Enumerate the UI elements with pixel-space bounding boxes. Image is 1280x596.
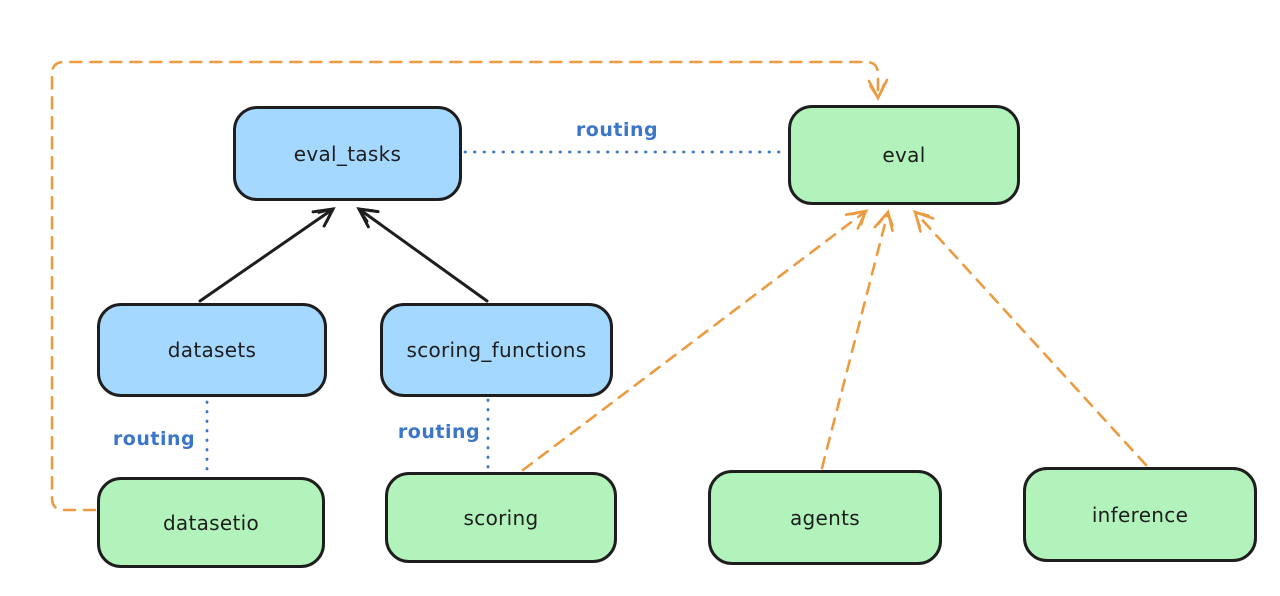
node-scoring-functions-label: scoring_functions — [406, 338, 587, 362]
node-eval-label: eval — [882, 143, 926, 167]
node-eval-tasks-label: eval_tasks — [293, 141, 402, 166]
node-scoring-functions: scoring_functions — [380, 303, 613, 397]
node-datasetio: datasetio — [97, 477, 325, 568]
edge-label-routing-datasets: routing — [112, 428, 196, 450]
node-inference-label: inference — [1091, 502, 1189, 527]
edge-datasetio-to-eval — [50, 60, 889, 512]
edge-scoring_functions-to-eval_tasks — [356, 207, 489, 303]
node-scoring-label: scoring — [463, 505, 539, 530]
node-eval: eval — [788, 105, 1020, 205]
node-scoring: scoring — [385, 472, 617, 563]
node-datasets-label: datasets — [167, 338, 257, 362]
edge-label-routing-scoring: routing — [397, 421, 481, 443]
edge-label-routing-top: routing — [575, 119, 659, 141]
node-datasets: datasets — [97, 303, 327, 397]
edge-agents-to-eval — [820, 209, 894, 470]
edge-scoring-to-eval — [521, 209, 869, 472]
node-agents-label: agents — [790, 505, 860, 530]
node-datasetio-label: datasetio — [162, 510, 260, 535]
edge-datasets-to-eval_tasks — [198, 207, 336, 303]
node-eval-tasks: eval_tasks — [233, 106, 462, 201]
node-agents: agents — [708, 470, 942, 565]
edge-inference-to-eval — [913, 209, 1148, 467]
node-inference: inference — [1023, 467, 1257, 562]
